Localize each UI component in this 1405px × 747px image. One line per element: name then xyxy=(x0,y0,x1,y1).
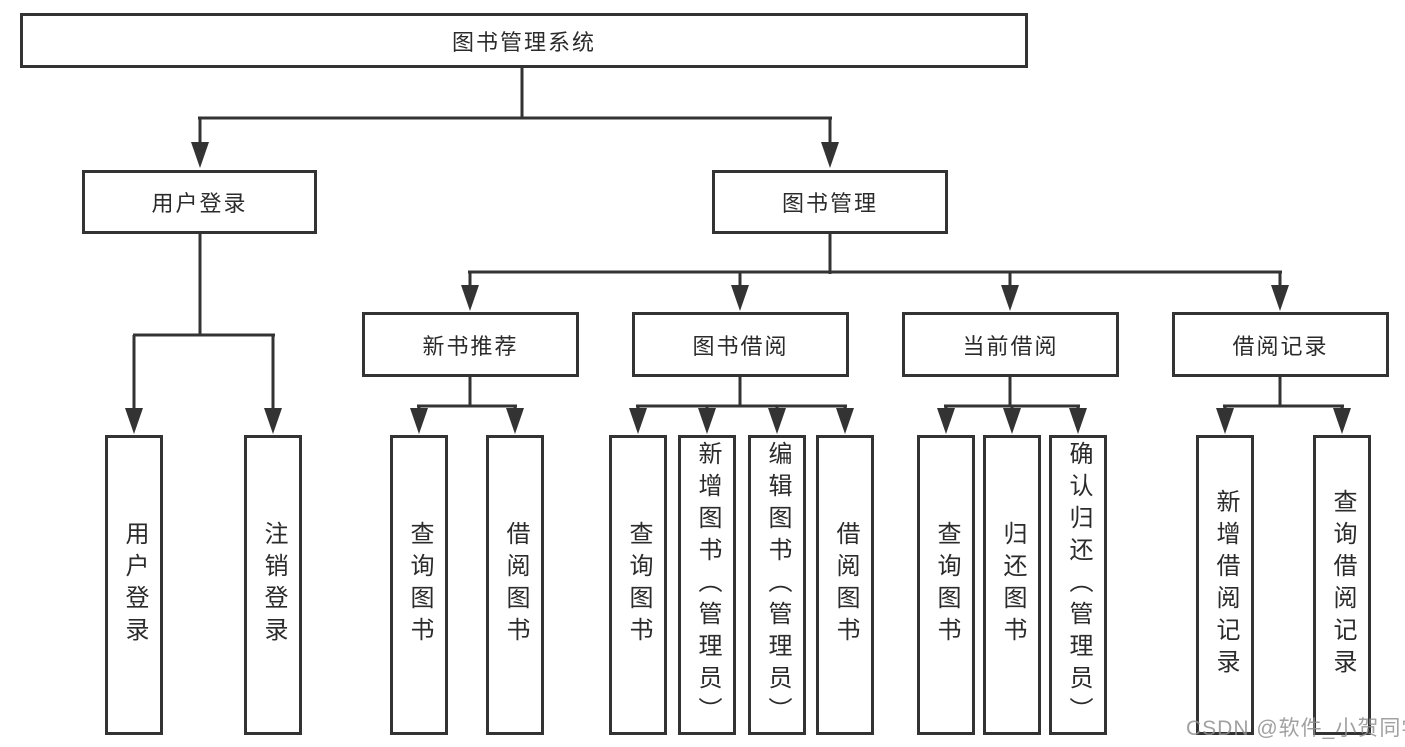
leaf-logout-label: 注销登录 xyxy=(260,521,287,649)
node-new-book-recommendation-label: 新书推荐 xyxy=(422,333,519,359)
leaf-query-borrow-record: 查询借阅记录 xyxy=(1313,435,1371,735)
leaf-user-login: 用户登录 xyxy=(105,435,163,735)
node-new-book-recommendation: 新书推荐 xyxy=(362,312,579,377)
leaf-query-books-recommend: 查询图书 xyxy=(390,435,448,735)
leaf-borrow-books-label: 借阅图书 xyxy=(832,521,859,649)
leaf-add-borrow-record-label: 新增借阅记录 xyxy=(1212,489,1239,681)
leaf-query-books-current: 查询图书 xyxy=(917,435,975,735)
leaf-add-books-admin-label: 新增图书（管理员） xyxy=(694,441,721,729)
csdn-watermark: CSDN @软件_小贺同学 xyxy=(1186,717,1405,740)
leaf-query-books-borrow-label: 查询图书 xyxy=(625,521,652,649)
leaf-add-borrow-record: 新增借阅记录 xyxy=(1196,435,1254,735)
leaf-confirm-return-admin: 确认归还（管理员） xyxy=(1049,435,1107,735)
node-root: 图书管理系统 xyxy=(20,13,1028,68)
leaf-query-books-borrow: 查询图书 xyxy=(609,435,667,735)
node-borrowing-records: 借阅记录 xyxy=(1172,312,1389,377)
node-root-label: 图书管理系统 xyxy=(451,29,596,55)
node-book-borrowing: 图书借阅 xyxy=(632,312,849,377)
node-book-borrowing-label: 图书借阅 xyxy=(692,333,789,359)
leaf-edit-books-admin-label: 编辑图书（管理员） xyxy=(764,441,791,729)
leaf-edit-books-admin: 编辑图书（管理员） xyxy=(748,435,806,735)
leaf-borrow-books-recommend-label: 借阅图书 xyxy=(502,521,529,649)
leaf-return-books-label: 归还图书 xyxy=(999,521,1026,649)
leaf-query-borrow-record-label: 查询借阅记录 xyxy=(1329,489,1356,681)
leaf-add-books-admin: 新增图书（管理员） xyxy=(678,435,736,735)
node-current-borrowing-label: 当前借阅 xyxy=(962,333,1059,359)
node-book-management: 图书管理 xyxy=(712,170,948,234)
node-borrowing-records-label: 借阅记录 xyxy=(1232,333,1329,359)
leaf-borrow-books-recommend: 借阅图书 xyxy=(486,435,544,735)
leaf-return-books: 归还图书 xyxy=(983,435,1041,735)
node-book-management-label: 图书管理 xyxy=(781,191,878,216)
leaf-query-books-current-label: 查询图书 xyxy=(933,521,960,649)
node-user-login-label: 用户登录 xyxy=(151,191,248,216)
leaf-confirm-return-admin-label: 确认归还（管理员） xyxy=(1065,441,1092,729)
node-current-borrowing: 当前借阅 xyxy=(902,312,1119,377)
leaf-borrow-books: 借阅图书 xyxy=(816,435,874,735)
leaf-query-books-recommend-label: 查询图书 xyxy=(406,521,433,649)
leaf-user-login-label: 用户登录 xyxy=(121,521,148,649)
node-user-login: 用户登录 xyxy=(82,170,317,234)
leaf-logout: 注销登录 xyxy=(244,435,302,735)
